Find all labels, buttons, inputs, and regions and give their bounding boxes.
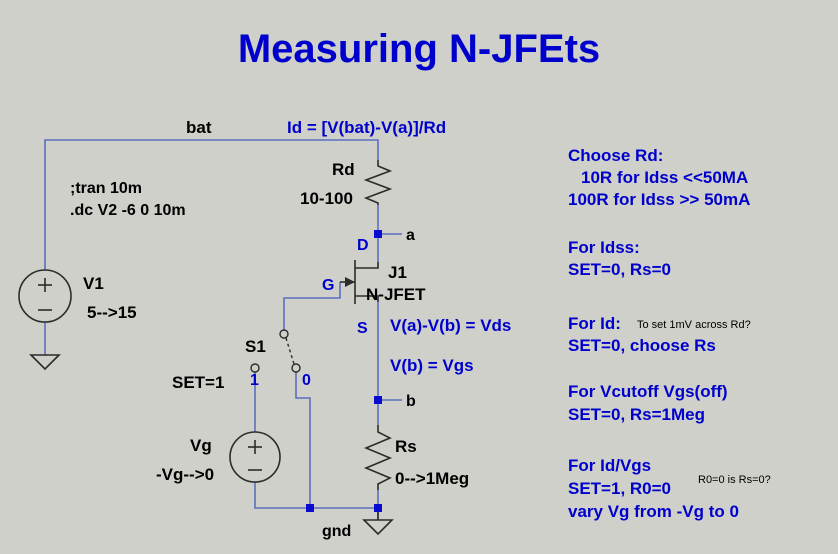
rs-resistor-symbol	[363, 425, 393, 490]
jfet-drain-label: D	[357, 237, 369, 254]
vg-value-label: -Vg-->0	[156, 465, 214, 484]
jfet-name-label: J1	[388, 263, 407, 282]
note-choose-rd-line2: 100R for Idss >> 50mA	[568, 190, 750, 209]
note-idvgs-title: For Id/Vgs	[568, 456, 651, 475]
vg-source-symbol	[229, 431, 281, 483]
jfet-value-label: N-JFET	[366, 285, 426, 304]
gate-wire	[283, 282, 341, 330]
notes-panel: Choose Rd: 10R for Idss <<50MA 100R for …	[568, 146, 771, 521]
directive-tran: ;tran 10m	[70, 180, 142, 197]
rd-name-label: Rd	[332, 160, 355, 179]
rs-name-label: Rs	[395, 437, 417, 456]
note-id-line1: SET=0, choose Rs	[568, 336, 716, 355]
formula-id: Id = [V(bat)-V(a)]/Rd	[287, 118, 446, 137]
v1-source-symbol	[18, 269, 72, 323]
equation-vgs: V(b) = Vgs	[390, 356, 474, 375]
note-idvgs-small: R0=0 is Rs=0?	[698, 474, 771, 486]
wires	[44, 139, 402, 520]
equation-vds: V(a)-V(b) = Vds	[390, 316, 511, 335]
jfet-source-lead	[355, 295, 379, 302]
jfet-gate-arrow	[345, 277, 355, 287]
v1-name-label: V1	[83, 274, 104, 293]
net-label-gnd: gnd	[322, 523, 351, 540]
note-choose-rd-title: Choose Rd:	[568, 146, 663, 165]
net-label-bat: bat	[186, 118, 212, 137]
note-vcutoff-line1: SET=0, Rs=1Meg	[568, 405, 705, 424]
s1-pos1-label: 1	[250, 372, 259, 389]
vg-bottom-wire	[254, 482, 378, 509]
s1-switch-symbol	[250, 329, 301, 373]
note-idss-title: For Idss:	[568, 238, 640, 257]
gnd-ground-icon	[362, 512, 394, 536]
jfet-symbol	[340, 260, 379, 304]
net-label-b: b	[406, 393, 416, 410]
v1-ground-icon	[29, 354, 61, 371]
note-idss-line1: SET=0, Rs=0	[568, 260, 671, 279]
junction-b	[374, 396, 382, 404]
junction-gnd-left	[306, 504, 314, 512]
rd-value-label: 10-100	[300, 189, 353, 208]
junction-a	[374, 230, 382, 238]
rs-value-label: 0-->1Meg	[395, 469, 469, 488]
s1-pos0-wire	[295, 372, 311, 508]
jfet-drain-lead	[355, 262, 379, 269]
jfet-source-label: S	[357, 320, 368, 337]
note-vcutoff-title: For Vcutoff Vgs(off)	[568, 382, 728, 401]
s1-value-label: SET=1	[172, 373, 224, 392]
note-id-small: To set 1mV across Rd?	[637, 319, 751, 331]
v1-value-label: 5-->15	[87, 303, 137, 322]
junction-gnd	[374, 504, 382, 512]
jfet-gate-label: G	[322, 277, 334, 294]
vg-name-label: Vg	[190, 436, 212, 455]
net-label-a: a	[406, 227, 415, 244]
note-choose-rd-line1: 10R for Idss <<50MA	[581, 168, 748, 187]
page-title: Measuring N-JFEts	[238, 27, 600, 71]
note-idvgs-line2: vary Vg from -Vg to 0	[568, 502, 739, 521]
directive-dc: .dc V2 -6 0 10m	[70, 202, 186, 219]
s1-name-label: S1	[245, 337, 266, 356]
s1-pos0-label: 0	[302, 372, 311, 389]
note-id-title: For Id:	[568, 314, 621, 333]
rd-resistor-symbol	[363, 160, 393, 205]
note-idvgs-line1: SET=1, R0=0	[568, 479, 671, 498]
bat-wire	[44, 139, 379, 270]
